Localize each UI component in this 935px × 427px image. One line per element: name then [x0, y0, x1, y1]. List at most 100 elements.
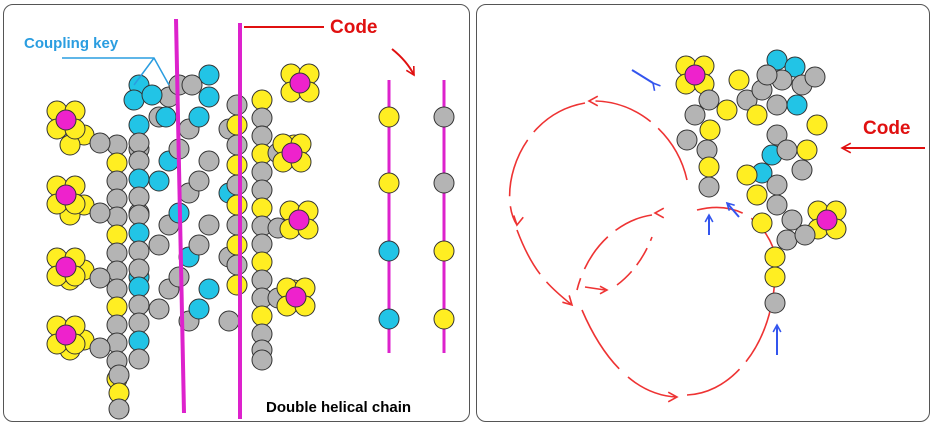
gray-atom	[251, 125, 273, 147]
yellow-atom	[698, 156, 720, 178]
gray-atom	[128, 348, 150, 370]
arc-arrow-head	[667, 391, 679, 403]
yellow-atom	[251, 197, 273, 219]
gray-atom	[698, 89, 720, 111]
yellow-atom	[226, 194, 248, 216]
unwinding-arc	[616, 236, 653, 286]
yellow-atom	[728, 69, 750, 91]
gray-atom	[89, 132, 111, 154]
cyan-atom	[188, 106, 210, 128]
yellow-atom	[746, 184, 768, 206]
arc-arrow-head	[587, 95, 599, 107]
code-label-right: Code	[863, 118, 911, 139]
magenta-atom	[55, 324, 77, 346]
magenta-atom	[288, 209, 310, 231]
gray-atom	[226, 214, 248, 236]
double-helical-chain-caption: Double helical chain	[266, 399, 412, 416]
yellow-atom	[226, 274, 248, 296]
magenta-atom	[281, 142, 303, 164]
yellow-atom	[746, 104, 768, 126]
cyan-atom	[378, 308, 400, 330]
gray-atom	[148, 234, 170, 256]
gray-atom	[794, 224, 816, 246]
gray-atom	[781, 209, 803, 231]
cyan-atom	[141, 84, 163, 106]
gray-atom	[128, 132, 150, 154]
code-arrow-head	[405, 65, 415, 77]
gray-atom	[128, 258, 150, 280]
gray-atom	[433, 106, 455, 128]
gray-atom	[736, 89, 758, 111]
gray-atom	[128, 240, 150, 262]
gray-atom	[251, 179, 273, 201]
magenta-atom	[289, 72, 311, 94]
blue-arrow-head	[651, 81, 661, 92]
gray-atom	[106, 314, 128, 336]
unwinding-arc	[584, 286, 606, 291]
coupling-key-label: Coupling key	[24, 35, 119, 52]
unwinding-arc	[591, 100, 688, 181]
gray-atom	[128, 150, 150, 172]
gray-atom	[791, 159, 813, 181]
gray-atom	[251, 349, 273, 371]
gray-atom	[226, 94, 248, 116]
gray-atom	[128, 186, 150, 208]
cyan-atom	[128, 168, 150, 190]
gray-atom	[148, 298, 170, 320]
gray-atom	[198, 150, 220, 172]
cyan-atom	[198, 86, 220, 108]
yellow-atom	[251, 305, 273, 327]
gray-atom	[188, 170, 210, 192]
cyan-atom	[128, 330, 150, 352]
cyan-atom	[786, 94, 808, 116]
cyan-atom	[378, 240, 400, 262]
right-panel-single-strand: Code	[476, 4, 930, 422]
code-pointer-arrow	[391, 48, 415, 76]
gray-atom	[766, 94, 788, 116]
gray-atom	[128, 294, 150, 316]
gray-atom	[756, 64, 778, 86]
yellow-atom	[736, 164, 758, 186]
magenta-atom	[55, 184, 77, 206]
gray-atom	[226, 254, 248, 276]
code-arrow-head	[840, 142, 852, 154]
gray-atom	[89, 337, 111, 359]
gray-atom	[251, 269, 273, 291]
arc-arrow-head	[562, 295, 574, 307]
cyan-atom	[128, 276, 150, 298]
gray-atom	[251, 161, 273, 183]
magenta-atom	[55, 256, 77, 278]
yellow-atom	[751, 212, 773, 234]
gray-atom	[106, 188, 128, 210]
gray-atom	[106, 170, 128, 192]
yellow-atom	[106, 224, 128, 246]
cyan-atom	[155, 106, 177, 128]
coupling-key-pointer	[133, 57, 155, 86]
gray-atom	[766, 174, 788, 196]
gray-atom	[776, 229, 798, 251]
cyan-atom	[766, 49, 788, 71]
gray-atom	[226, 134, 248, 156]
cyan-atom	[188, 298, 210, 320]
yellow-atom	[806, 114, 828, 136]
blue-arrow-head	[704, 213, 714, 223]
blue-arrow-head	[725, 201, 735, 211]
backbone-strand-left	[174, 18, 186, 414]
blue-arrow-head	[772, 323, 782, 333]
gray-atom	[198, 214, 220, 236]
cyan-atom	[198, 278, 220, 300]
gray-atom	[89, 267, 111, 289]
gray-atom	[188, 234, 210, 256]
gray-atom	[108, 398, 130, 420]
cyan-atom	[123, 89, 145, 111]
gray-atom	[698, 176, 720, 198]
magenta-atom	[285, 286, 307, 308]
cyan-atom	[198, 64, 220, 86]
gray-atom	[251, 107, 273, 129]
unwinding-arc	[686, 264, 776, 396]
double-helix-diagram	[46, 18, 455, 420]
unwinding-arc	[516, 229, 573, 306]
yellow-atom	[106, 152, 128, 174]
magenta-atom	[816, 209, 838, 231]
gray-atom	[766, 194, 788, 216]
